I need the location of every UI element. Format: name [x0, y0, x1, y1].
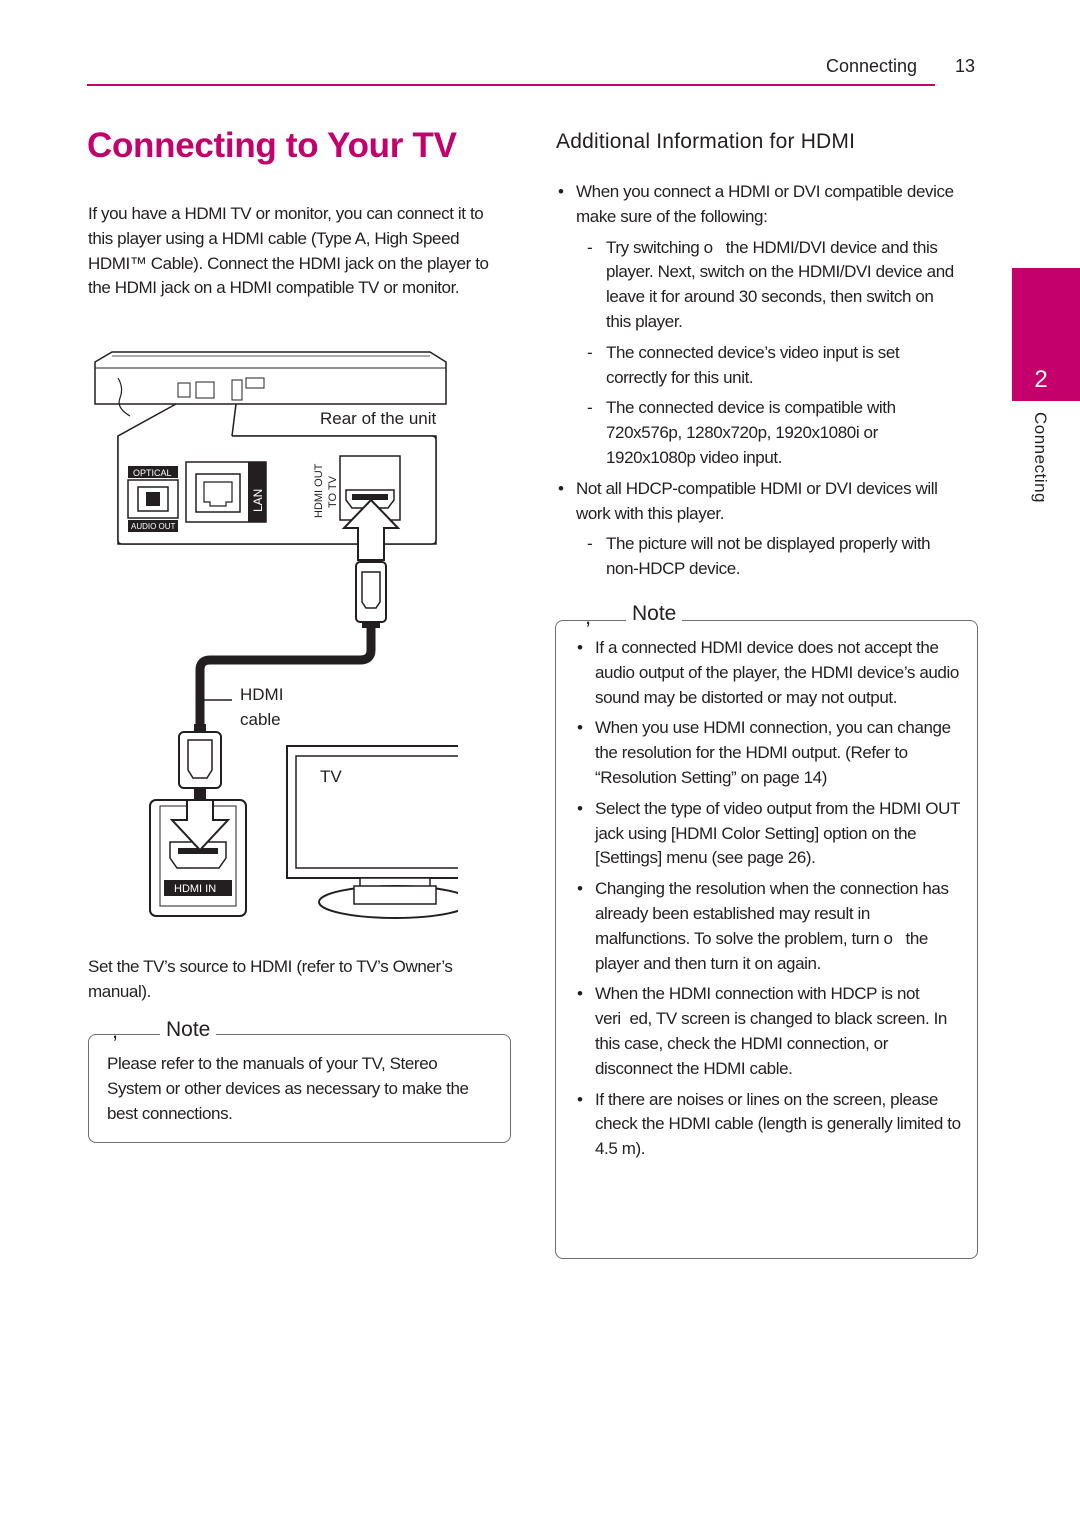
- note-item: If there are noises or lines on the scre…: [575, 1088, 965, 1162]
- optical-label: OPTICAL: [133, 468, 172, 478]
- note-icon-right: ,: [585, 604, 592, 629]
- note-item: Select the type of video output from the…: [575, 797, 965, 871]
- arrow-to-hdmi-in: [169, 799, 231, 852]
- tv-label: TV: [320, 767, 342, 786]
- chapter-tab: [1012, 268, 1080, 401]
- note-item: When you use HDMI connection, you can ch…: [575, 716, 965, 790]
- audio-out-label: AUDIO OUT: [131, 522, 176, 531]
- list-item: When you connect a HDMI or DVI compatibl…: [556, 180, 961, 230]
- cable-label-1: HDMI: [240, 685, 283, 704]
- note-label-right: Note: [626, 602, 683, 626]
- list-subitem: The connected device is compatible with …: [556, 396, 961, 470]
- note-item: Changing the resolution when the connect…: [575, 877, 965, 976]
- hdmi-info-list: When you connect a HDMI or DVI compatibl…: [556, 180, 961, 588]
- to-tv-label: TO TV: [327, 475, 339, 508]
- cable-label-2: cable: [240, 710, 281, 729]
- header-divider: [87, 84, 935, 86]
- list-item: Not all HDCP-compatible HDMI or DVI devi…: [556, 477, 961, 527]
- chapter-number: 2: [1034, 366, 1048, 393]
- hdmi-plug-lower: [178, 724, 222, 800]
- section-title: Additional Information for HDMI: [556, 130, 856, 153]
- note-label-left: Note: [160, 1018, 217, 1042]
- note-item: If a connected HDMI device does not acce…: [575, 636, 965, 710]
- hdmi-out-label: HDMI OUT: [313, 463, 325, 518]
- note-item: When the HDMI connection with HDCP is no…: [575, 982, 965, 1081]
- hdmi-in-label: HDMI IN: [174, 883, 216, 895]
- chapter-label-text: Connecting: [1031, 412, 1050, 504]
- rear-label: Rear of the unit: [320, 409, 437, 428]
- note-box-left: [88, 1034, 511, 1143]
- connection-diagram: Rear of the unit OPTICAL AUDIO OUT LAN H…: [94, 351, 458, 919]
- page-number: 13: [955, 56, 976, 76]
- note-list-right: If a connected HDMI device does not acce…: [575, 636, 965, 1168]
- tv-set: [286, 745, 458, 919]
- hdmi-cable: [195, 628, 376, 730]
- lan-port: LAN: [185, 461, 267, 523]
- note-text-left: Please refer to the manuals of your TV, …: [107, 1054, 469, 1123]
- player-unit: [94, 351, 447, 417]
- list-subitem: The connected device’s video input is se…: [556, 341, 961, 391]
- chapter-label: Connecting: [1024, 412, 1054, 532]
- optical-port: OPTICAL AUDIO OUT: [127, 466, 179, 532]
- intro-paragraph: If you have a HDMI TV or monitor, you ca…: [88, 204, 489, 298]
- list-subitem: Try switching o the HDMI/DVI device and …: [556, 236, 961, 335]
- list-subitem: The picture will not be displayed proper…: [556, 532, 961, 582]
- hdmi-plug-upper: [355, 561, 387, 628]
- note-box-right: [555, 620, 978, 1259]
- page-title: Connecting to Your TV: [87, 126, 457, 165]
- arrow-to-hdmi-out: [341, 498, 401, 561]
- note-icon-left: ,: [112, 1018, 119, 1043]
- lan-label: LAN: [251, 489, 265, 512]
- source-caption: Set the TV’s source to HDMI (refer to TV…: [88, 957, 453, 1001]
- running-header-section: Connecting: [826, 56, 918, 76]
